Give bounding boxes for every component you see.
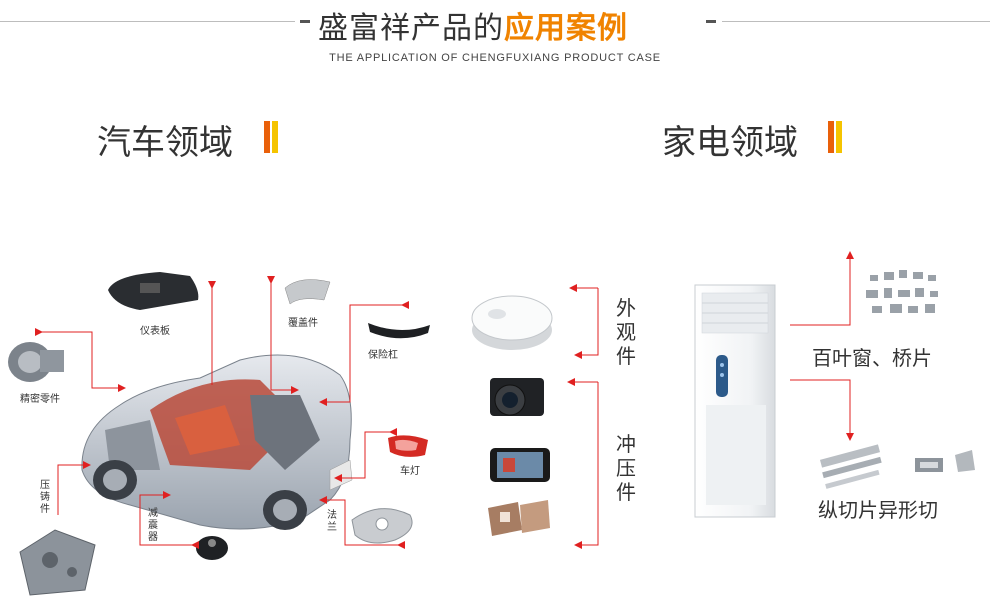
auto-heading-bar-orange: [264, 121, 270, 153]
label-dashboard: 仪表板: [140, 326, 170, 337]
appliance-left-connector-lines: [567, 284, 599, 549]
label-slitting-special: 纵切片异形切: [818, 498, 938, 522]
page-subtitle: THE APPLICATION OF CHENGFUXIANG PRODUCT …: [329, 52, 661, 64]
slitting-parts-image: [819, 444, 975, 489]
headlight-part-image: [388, 435, 428, 457]
appliance-heading-bar-orange: [828, 121, 834, 153]
label-cover-part: 覆盖件: [288, 318, 318, 329]
page-title-highlight: 应用案例: [504, 11, 628, 46]
label-die-cast: 压铸件: [40, 480, 50, 515]
label-headlight: 车灯: [400, 466, 420, 477]
header-rule-left: [0, 21, 295, 22]
dashboard-part-image: [108, 272, 199, 310]
label-bumper: 保险杠: [368, 350, 398, 361]
auto-connector-lines: [35, 276, 409, 549]
auto-heading-bar-yellow: [272, 121, 278, 153]
page-title-main: 盛富祥产品的: [318, 11, 504, 46]
cover-part-image: [284, 279, 331, 305]
appliance-heading-bar-yellow: [836, 121, 842, 153]
flange-part-image: [351, 508, 413, 544]
car-cutaway-illustration: [81, 354, 353, 530]
robot-vacuum-image: [471, 295, 553, 350]
label-stamping-parts: 冲压件: [616, 432, 636, 504]
die-cast-part-image: [19, 529, 96, 596]
stamped-parts-image: [488, 500, 550, 536]
label-flange: 法兰: [327, 510, 337, 533]
precision-part-image: [8, 342, 64, 382]
shock-absorber-part-image: [196, 536, 228, 560]
page-title: 盛富祥产品的应用案例: [318, 3, 628, 47]
label-louver-bridge: 百叶窗、桥片: [812, 346, 932, 370]
label-precision-parts: 精密零件: [20, 394, 60, 405]
appliance-section-heading: 家电领域: [662, 123, 798, 163]
header-dash-right: [706, 20, 716, 23]
header-rule-right: [722, 21, 990, 22]
auto-section-heading: 汽车领域: [97, 123, 233, 163]
louver-bridge-parts-image: [866, 270, 938, 313]
bumper-part-image: [368, 323, 430, 339]
label-appearance-parts: 外观件: [616, 296, 636, 368]
header-dash-left: [300, 20, 310, 23]
label-shock-absorber: 减震器: [148, 508, 158, 543]
camera-image: [490, 378, 544, 416]
air-conditioner-image: [694, 284, 776, 518]
phone-image: [490, 448, 550, 482]
